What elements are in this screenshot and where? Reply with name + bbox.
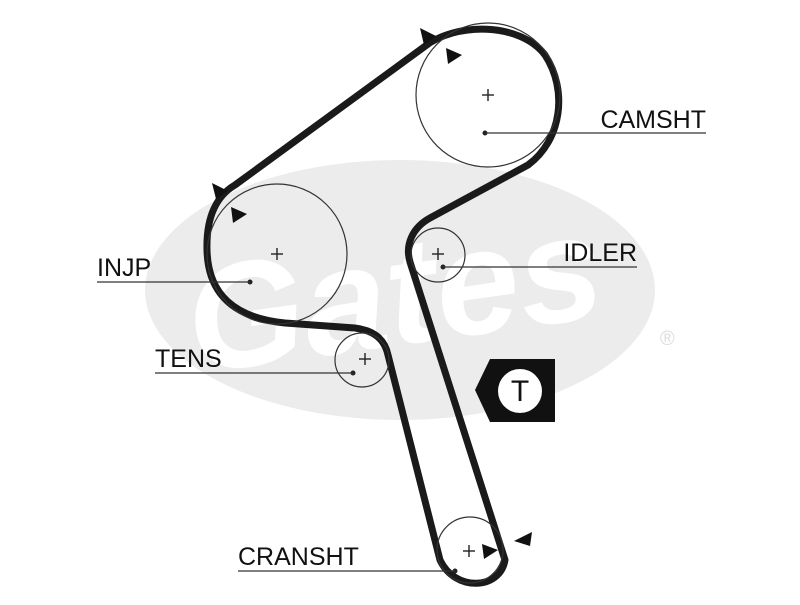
triangle-marker-icon xyxy=(231,207,247,223)
idler-label: IDLER xyxy=(563,239,637,267)
tensioner-pulley-outline xyxy=(334,332,390,388)
t-badge-icon: T xyxy=(475,359,555,422)
brand-watermark: Gates ® xyxy=(145,160,675,420)
plus-icon xyxy=(482,89,494,101)
crankshaft-pulley-outline xyxy=(436,516,504,584)
injection-pump-pulley xyxy=(97,183,348,325)
triangle-marker-icon xyxy=(482,544,498,559)
triangle-marker-icon xyxy=(420,28,436,45)
watermark-registered-mark: ® xyxy=(660,328,675,350)
tensioner-pulley xyxy=(155,332,390,388)
camshaft-pulley xyxy=(415,22,706,168)
timing-marks xyxy=(212,28,532,559)
badge-circle xyxy=(498,369,542,413)
camshaft-label: CAMSHT xyxy=(600,106,706,134)
camshaft-pulley-outline xyxy=(415,22,561,168)
triangle-marker-icon xyxy=(212,183,228,199)
tension-badge-label: T xyxy=(511,375,529,408)
idler-pulley-outline xyxy=(410,227,466,283)
injection-pump-pulley-outline xyxy=(206,183,348,325)
crankshaft-label: CRANSHT xyxy=(238,543,359,571)
triangle-marker-icon xyxy=(446,48,462,64)
plus-icon xyxy=(359,353,371,365)
tensioner-label: TENS xyxy=(155,345,222,373)
injection-pump-label: INJP xyxy=(97,254,151,282)
plus-icon xyxy=(271,248,283,260)
plus-icon xyxy=(463,545,475,557)
plus-icon xyxy=(432,248,444,260)
triangle-marker-icon xyxy=(514,532,532,546)
crankshaft-pulley xyxy=(238,516,504,584)
timing-belt xyxy=(203,25,563,587)
idler-pulley xyxy=(410,227,637,283)
watermark-ellipse xyxy=(145,160,655,420)
